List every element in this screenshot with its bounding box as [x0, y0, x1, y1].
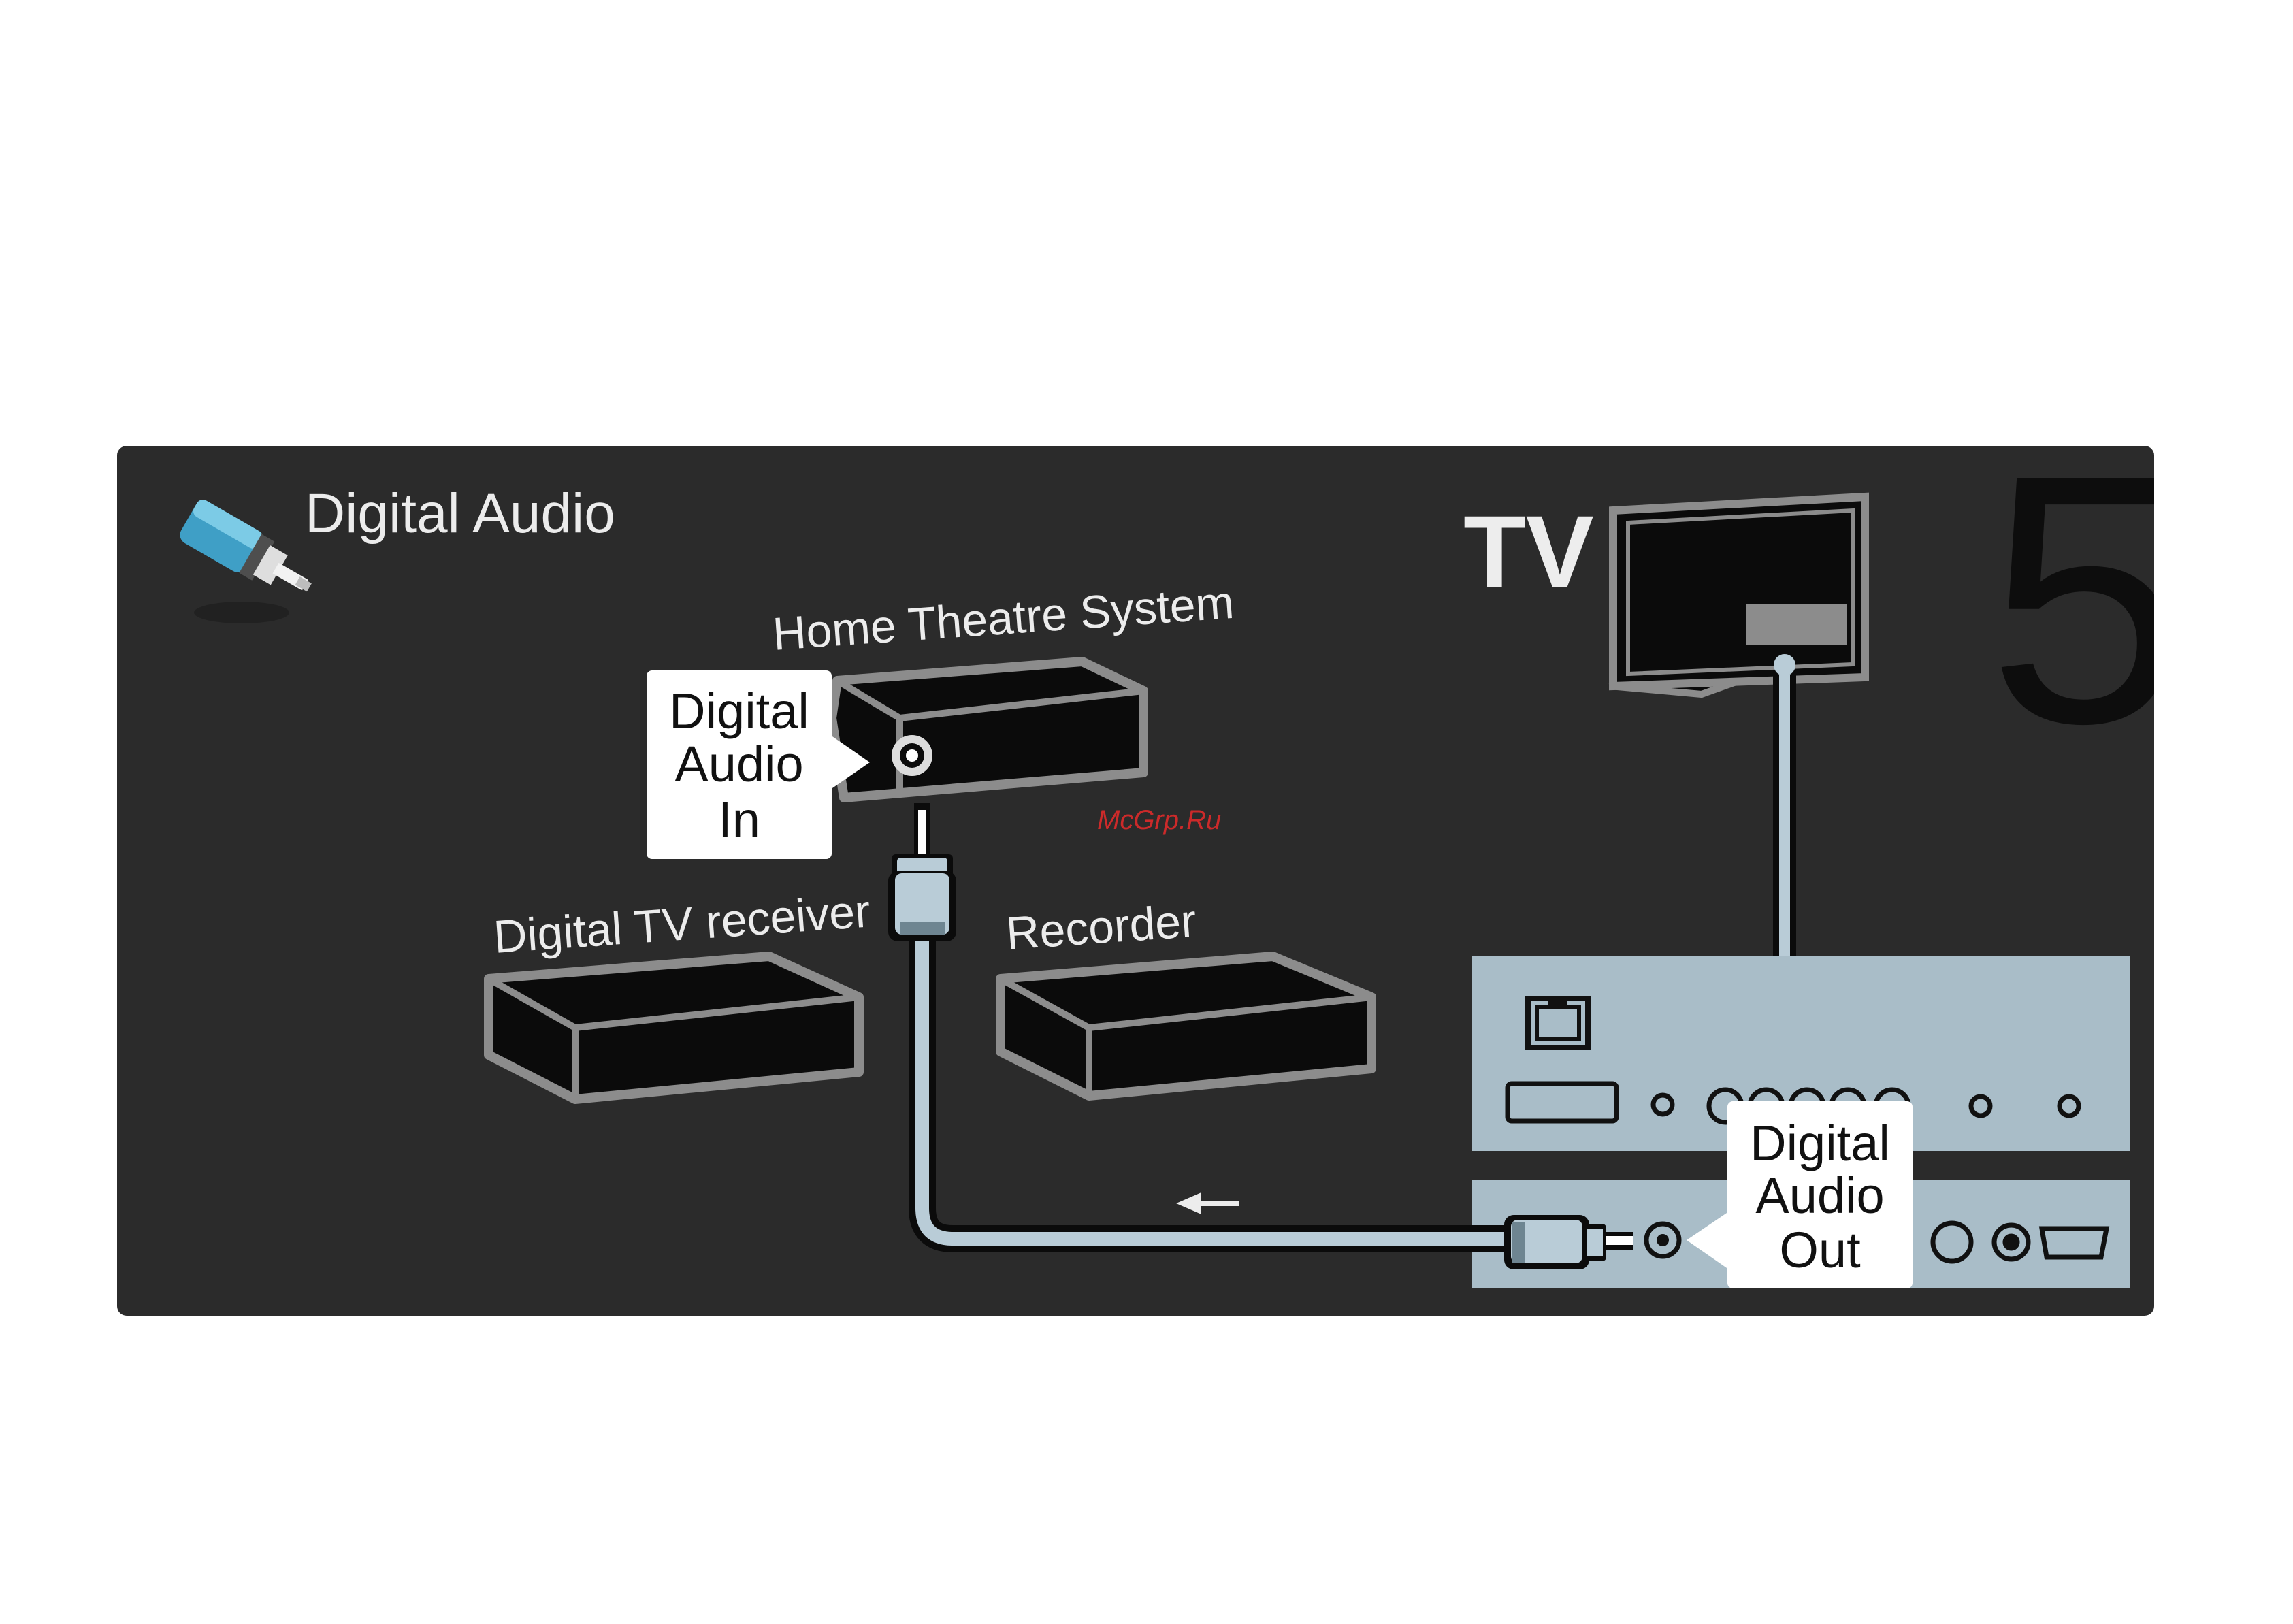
digital-audio-in-port — [892, 735, 932, 776]
tv-device — [1610, 497, 1865, 694]
page-number: 5 — [1987, 402, 2184, 797]
callout-in-line-3: In — [718, 792, 760, 848]
callout-out-line-3: Out — [1779, 1222, 1861, 1278]
callout-in-line-2: Audio — [674, 736, 803, 792]
callout-in-line-1: Digital — [669, 683, 809, 739]
home-theatre-device — [832, 662, 1143, 798]
callout-out-line-2: Audio — [1755, 1167, 1884, 1224]
recorder-device — [1001, 956, 1371, 1096]
page-title: Digital Audio — [305, 483, 615, 545]
tv-label: TV — [1463, 494, 1594, 608]
callout-out-line-1: Digital — [1750, 1115, 1890, 1171]
watermark: McGrp.Ru — [1097, 805, 1221, 835]
digital-tv-receiver-device — [489, 956, 859, 1099]
